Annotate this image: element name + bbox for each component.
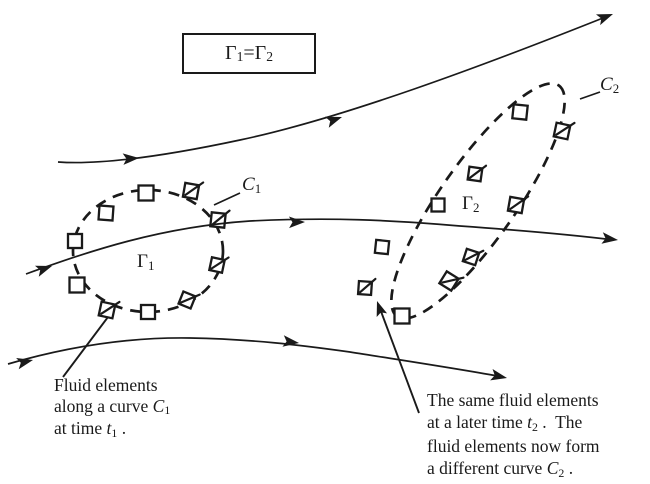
caption-left: Fluid elements along a curve C1 at time … xyxy=(54,375,170,441)
c1-label-leader xyxy=(213,192,241,206)
caption-right-line-2: at a later time t2 . The xyxy=(427,412,583,434)
dash-mark xyxy=(100,300,121,315)
fluid-element-square xyxy=(356,277,377,297)
fluid-element-square xyxy=(552,121,576,141)
gamma1-label: Γ1 xyxy=(137,251,155,274)
arrowhead xyxy=(324,116,342,128)
caption-left-line-3: at time t1 . xyxy=(54,418,127,440)
c2-label: C2 xyxy=(600,74,620,97)
dash-mark xyxy=(179,293,201,304)
gamma2-label: Γ2 xyxy=(462,193,480,216)
fluid-element-square xyxy=(177,290,201,310)
dash-mark xyxy=(468,164,488,179)
streamline-bottom xyxy=(7,337,504,378)
caption-left-line-1: Fluid elements xyxy=(54,375,158,395)
fluid-element-square xyxy=(373,238,391,256)
fluid-element-square xyxy=(461,247,485,267)
fluid-element-square xyxy=(506,195,530,215)
fluid-element-square xyxy=(68,276,86,294)
arrowhead xyxy=(282,335,299,347)
dash-mark xyxy=(359,277,377,294)
fluid-element-square xyxy=(207,255,230,275)
pointer-arrowhead xyxy=(376,301,388,317)
curve-c1 xyxy=(71,188,225,314)
fluid-element-square xyxy=(137,184,155,202)
fluid-element-square xyxy=(430,197,446,213)
fluid-element-square xyxy=(97,300,121,320)
streamline-middle xyxy=(25,218,615,275)
c2-label-leader xyxy=(579,91,601,100)
arrowhead xyxy=(490,369,507,381)
c1-fluid-elements xyxy=(66,181,231,321)
fluid-element-square xyxy=(511,103,529,121)
c1-label: C1 xyxy=(242,174,262,197)
caption-right: The same fluid elements at a later time … xyxy=(427,389,600,481)
fluid-element-square xyxy=(466,164,488,183)
fluid-element-square xyxy=(139,303,157,321)
caption-right-line-1: The same fluid elements xyxy=(427,390,599,410)
dash-mark xyxy=(509,195,530,211)
dash-mark xyxy=(184,181,205,197)
arrowhead xyxy=(288,216,305,229)
fluid-element-square xyxy=(66,232,84,250)
arrowhead xyxy=(595,14,613,26)
arrowhead xyxy=(34,265,52,277)
dash-mark xyxy=(441,276,465,284)
fluid-element-square xyxy=(181,181,205,201)
arrowhead xyxy=(601,232,618,244)
caption-left-line-2: along a curve C1 xyxy=(54,395,171,418)
dash-mark xyxy=(211,209,231,226)
fluid-element-square xyxy=(437,269,465,293)
arrowhead xyxy=(122,153,139,165)
fluid-element-square xyxy=(97,204,115,222)
fluid-element-square xyxy=(393,307,411,325)
caption-right-line-4: a different curve C2 . xyxy=(427,458,574,480)
c2-fluid-elements xyxy=(356,103,576,325)
dash-mark xyxy=(464,249,485,262)
dash-mark xyxy=(555,121,576,136)
dash-mark xyxy=(210,256,230,270)
streamlines xyxy=(7,14,618,381)
arrowhead xyxy=(16,357,33,370)
caption-right-line-3: fluid elements now form xyxy=(427,436,600,456)
streamline-top xyxy=(57,15,609,164)
